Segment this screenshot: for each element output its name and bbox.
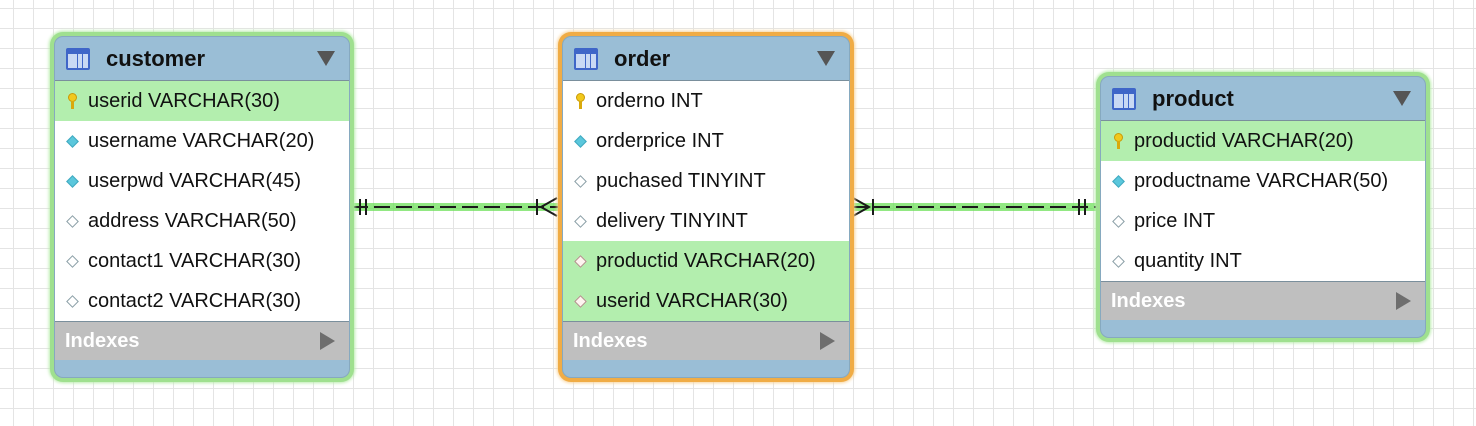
column-label: delivery TINYINT <box>596 209 748 232</box>
column-row[interactable]: userpwd VARCHAR(45) <box>55 161 349 201</box>
primary-key-icon <box>1110 133 1126 149</box>
filled-diamond-icon <box>64 173 80 189</box>
open-diamond-icon <box>1110 253 1126 269</box>
column-row[interactable]: contact2 VARCHAR(30) <box>55 281 349 321</box>
expand-triangle-icon[interactable] <box>820 332 835 350</box>
table-header[interactable]: order <box>563 37 849 80</box>
column-row[interactable]: productname VARCHAR(50) <box>1101 161 1425 201</box>
expand-triangle-icon[interactable] <box>1396 292 1411 310</box>
column-row[interactable]: username VARCHAR(20) <box>55 121 349 161</box>
expand-triangle-icon[interactable] <box>320 332 335 350</box>
collapse-triangle-icon[interactable] <box>817 51 835 66</box>
column-label: username VARCHAR(20) <box>88 129 315 152</box>
column-list: orderno INT orderprice INT puchased TINY… <box>563 80 849 322</box>
indexes-label: Indexes <box>65 329 140 352</box>
column-label: orderno INT <box>596 89 703 112</box>
table-product[interactable]: product productid VARCHAR(20) productnam… <box>1096 72 1430 342</box>
table-title: customer <box>106 45 206 71</box>
indexes-label: Indexes <box>1111 289 1186 312</box>
column-label: orderprice INT <box>596 129 724 152</box>
column-row[interactable]: userid VARCHAR(30) <box>563 281 849 321</box>
table-header[interactable]: customer <box>55 37 349 80</box>
open-diamond-icon <box>572 213 588 229</box>
open-diamond-icon <box>1110 213 1126 229</box>
column-label: contact2 VARCHAR(30) <box>88 289 302 312</box>
open-diamond-icon <box>64 293 80 309</box>
column-label: userid VARCHAR(30) <box>596 289 788 312</box>
table-header[interactable]: product <box>1101 77 1425 120</box>
column-list: productid VARCHAR(20) productname VARCHA… <box>1101 120 1425 282</box>
column-label: price INT <box>1134 209 1216 232</box>
column-row[interactable]: orderno INT <box>563 81 849 121</box>
table-footer <box>1101 320 1425 337</box>
column-row[interactable]: orderprice INT <box>563 121 849 161</box>
column-row[interactable]: quantity INT <box>1101 241 1425 281</box>
relationship-customer-order[interactable] <box>352 197 560 217</box>
open-diamond-icon <box>64 253 80 269</box>
column-row[interactable]: price INT <box>1101 201 1425 241</box>
column-label: contact1 VARCHAR(30) <box>88 249 302 272</box>
column-label: productname VARCHAR(50) <box>1134 169 1389 192</box>
relationship-order-product[interactable] <box>852 197 1102 217</box>
column-row[interactable]: puchased TINYINT <box>563 161 849 201</box>
table-icon <box>574 47 598 70</box>
crows-foot-marker <box>852 197 874 217</box>
column-label: productid VARCHAR(20) <box>1134 129 1354 152</box>
column-row[interactable]: address VARCHAR(50) <box>55 201 349 241</box>
indexes-section[interactable]: Indexes <box>563 322 849 360</box>
collapse-triangle-icon[interactable] <box>1393 91 1411 106</box>
column-row[interactable]: productid VARCHAR(20) <box>563 241 849 281</box>
column-list: userid VARCHAR(30) username VARCHAR(20) … <box>55 80 349 322</box>
column-row[interactable]: userid VARCHAR(30) <box>55 81 349 121</box>
column-label: quantity INT <box>1134 249 1242 272</box>
table-title: order <box>614 45 671 71</box>
foreign-key-diamond-icon <box>572 253 588 269</box>
table-icon <box>1112 87 1136 110</box>
column-row[interactable]: delivery TINYINT <box>563 201 849 241</box>
indexes-label: Indexes <box>573 329 648 352</box>
filled-diamond-icon <box>1110 173 1126 189</box>
crows-foot-marker <box>536 197 558 217</box>
column-label: userpwd VARCHAR(45) <box>88 169 302 192</box>
column-label: puchased TINYINT <box>596 169 766 192</box>
table-footer <box>55 360 349 377</box>
filled-diamond-icon <box>572 133 588 149</box>
open-diamond-icon <box>64 213 80 229</box>
open-diamond-icon <box>572 173 588 189</box>
indexes-section[interactable]: Indexes <box>1101 282 1425 320</box>
column-row[interactable]: contact1 VARCHAR(30) <box>55 241 349 281</box>
column-label: productid VARCHAR(20) <box>596 249 816 272</box>
one-mandatory-marker <box>1078 199 1086 215</box>
column-label: address VARCHAR(50) <box>88 209 297 232</box>
collapse-triangle-icon[interactable] <box>317 51 335 66</box>
one-mandatory-marker <box>359 199 367 215</box>
foreign-key-diamond-icon <box>572 293 588 309</box>
table-customer[interactable]: customer userid VARCHAR(30) username VAR… <box>50 32 354 382</box>
filled-diamond-icon <box>64 133 80 149</box>
table-footer <box>563 360 849 377</box>
table-order[interactable]: order orderno INT orderprice INT puchase… <box>558 32 854 382</box>
table-title: product <box>1152 85 1234 111</box>
primary-key-icon <box>64 93 80 109</box>
column-label: userid VARCHAR(30) <box>88 89 280 112</box>
column-row[interactable]: productid VARCHAR(20) <box>1101 121 1425 161</box>
primary-key-icon <box>572 93 588 109</box>
indexes-section[interactable]: Indexes <box>55 322 349 360</box>
table-icon <box>66 47 90 70</box>
